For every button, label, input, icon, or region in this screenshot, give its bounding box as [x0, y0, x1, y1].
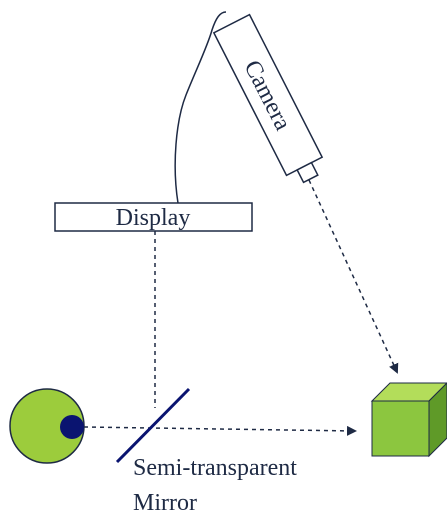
semi-transparent-mirror	[115, 387, 191, 464]
camera-view-arrow	[308, 179, 399, 374]
mirror-label-line2: Mirror	[133, 490, 197, 516]
display-box: Display	[54, 202, 253, 232]
cube-icon	[370, 382, 447, 458]
mirror-label-line1: Semi-transparent	[133, 455, 297, 481]
eye-view-arrow	[83, 425, 357, 436]
camera-icon: Camera	[212, 13, 324, 184]
display-label: Display	[116, 205, 191, 231]
eye-icon	[9, 388, 85, 464]
camera-cable	[174, 11, 227, 204]
